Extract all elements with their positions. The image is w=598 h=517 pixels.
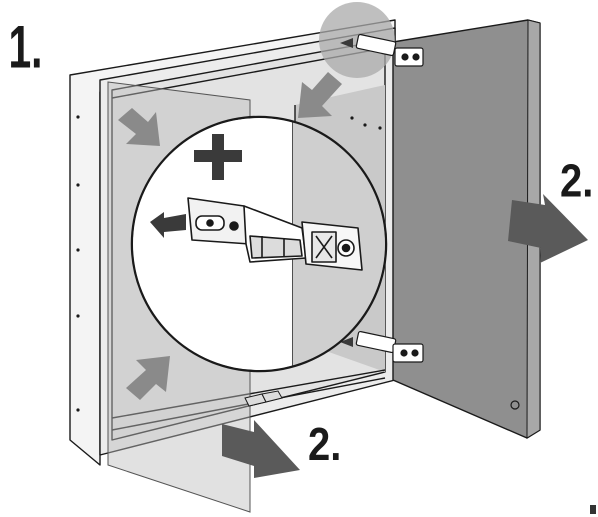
direction-arrows-gray — [118, 72, 342, 400]
hinge-icon — [340, 33, 424, 67]
direction-arrows-dark — [222, 194, 588, 478]
step-1-label: 1. — [9, 14, 43, 81]
hinge-icon — [340, 330, 424, 363]
bottom-clip — [244, 390, 283, 407]
step-2-label-right: 2. — [560, 156, 593, 207]
step-2-label-bottom: 2. — [308, 419, 341, 470]
hinge-icon — [187, 197, 363, 271]
corner-mark — [590, 505, 596, 514]
zoom-detail-circle — [130, 115, 388, 373]
push-left-arrow — [150, 212, 186, 238]
hinge-highlight-circle — [319, 2, 395, 78]
plus-icon — [194, 134, 242, 180]
